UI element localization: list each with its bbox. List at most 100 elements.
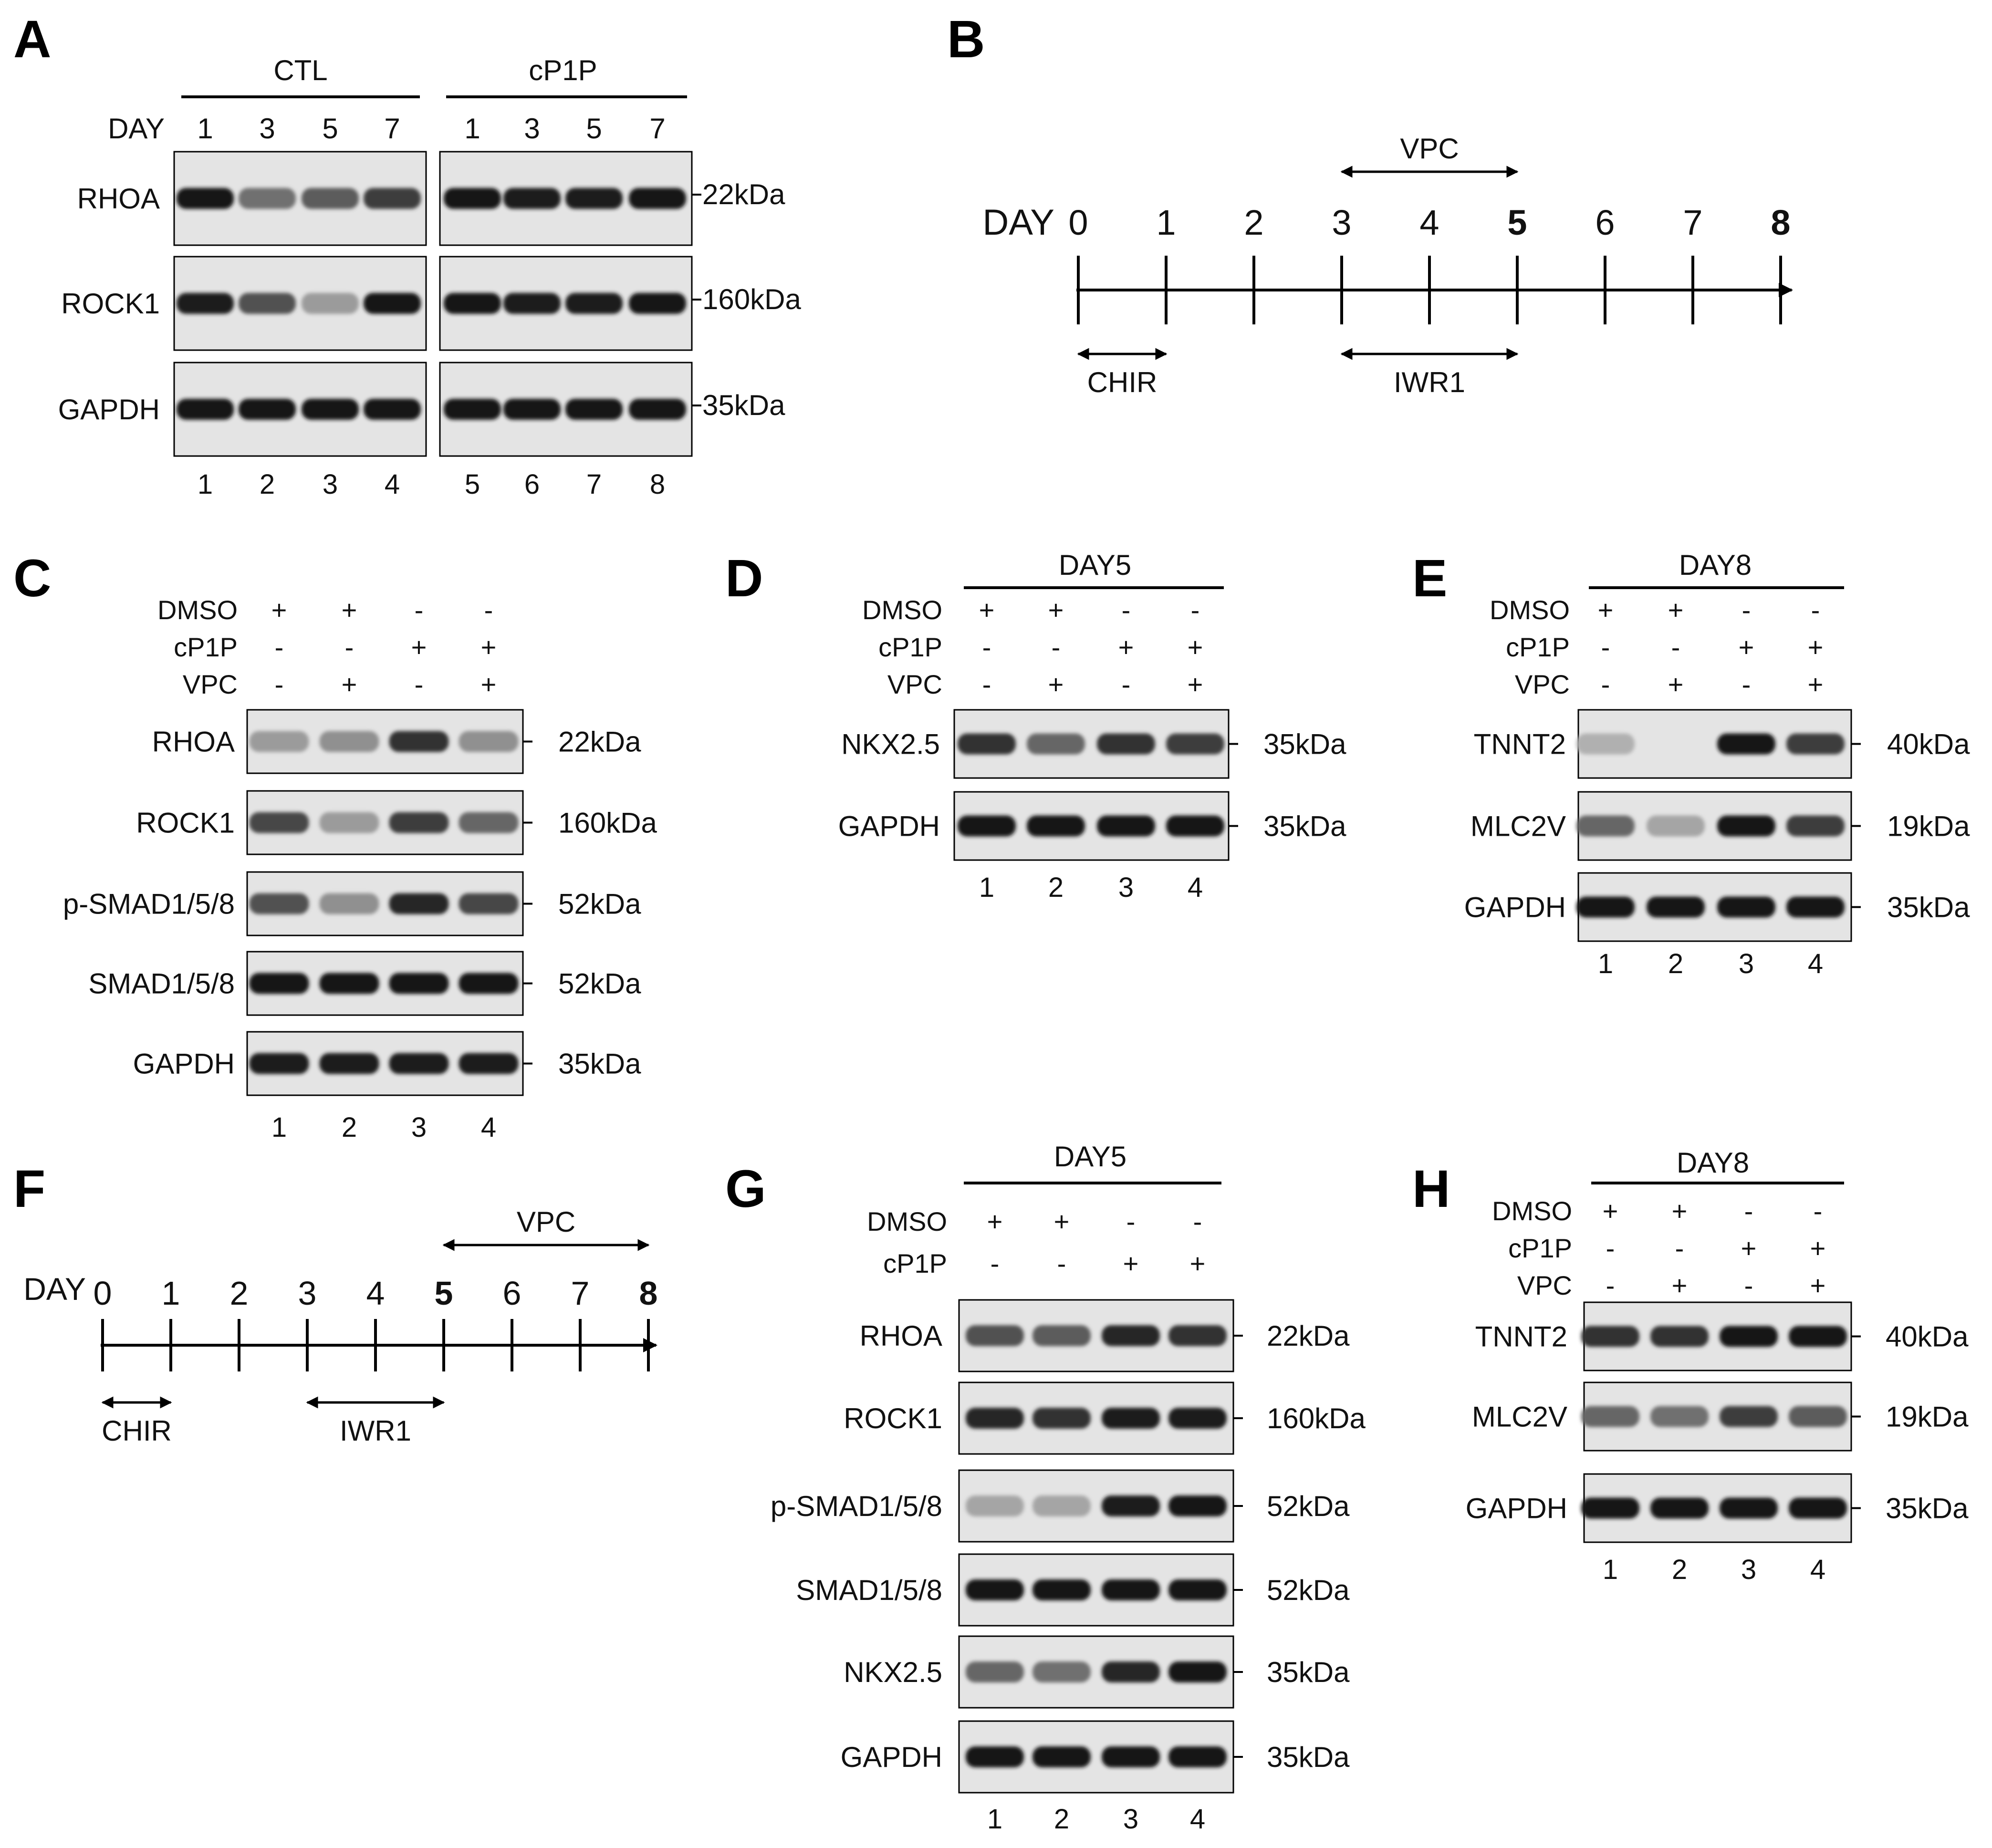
treatment-sign: +	[1048, 669, 1064, 699]
blot-band	[1033, 1661, 1091, 1682]
lane-number: 3	[411, 1112, 427, 1143]
day-number: 5	[435, 1275, 453, 1312]
blot-band	[1097, 815, 1155, 837]
protein-label: SMAD1/5/8	[796, 1574, 942, 1606]
lane-number: 4	[481, 1112, 496, 1143]
blot-band	[1720, 1326, 1778, 1347]
blot-band	[1166, 815, 1224, 837]
kda-label: 22kDa	[702, 178, 785, 210]
kda-label: 35kDa	[702, 389, 785, 421]
lane-number: 3	[1123, 1804, 1138, 1835]
treatment-sign: +	[1048, 595, 1064, 625]
treatment-label: DMSO	[867, 1206, 947, 1236]
blot-band	[1166, 733, 1224, 755]
kda-label: 52kDa	[558, 968, 641, 1000]
treatment-sign: -	[1122, 669, 1131, 699]
kda-label: 35kDa	[558, 1048, 641, 1080]
kda-label: 19kDa	[1887, 810, 1970, 842]
blot-band	[249, 731, 309, 752]
blot-band	[319, 893, 379, 914]
treatment-sign: +	[1808, 669, 1824, 699]
protein-label: TNNT2	[1474, 728, 1566, 760]
lane-number: 4	[1808, 948, 1823, 979]
day-label: DAY	[23, 1271, 86, 1307]
kda-label: 35kDa	[1886, 1493, 1969, 1525]
header-label: DAY5	[1054, 1141, 1126, 1173]
treatment-label: cP1P	[174, 632, 238, 662]
blot-band	[389, 1053, 449, 1074]
protein-label: ROCK1	[136, 807, 235, 839]
blot-band	[1168, 1746, 1227, 1767]
lane-number: 3	[1118, 872, 1134, 903]
treatment-sign: +	[1598, 595, 1614, 625]
blot-band	[239, 399, 296, 420]
blot-band	[389, 812, 449, 833]
blot-band	[239, 293, 296, 314]
blot-band	[1027, 815, 1085, 837]
treatment-sign: +	[1672, 1270, 1688, 1300]
blot-band	[1033, 1579, 1091, 1600]
day-label: DAY	[108, 113, 165, 145]
day-number: 4	[1419, 203, 1439, 242]
blot-band	[319, 731, 379, 752]
treatment-sign: -	[1811, 595, 1820, 625]
protein-label: RHOA	[77, 183, 160, 215]
treatment-sign: +	[1054, 1206, 1070, 1236]
blot-band	[364, 188, 421, 209]
blot-band	[177, 399, 234, 420]
blot-band	[459, 973, 519, 994]
blot-band	[249, 812, 309, 833]
day-number: 7	[571, 1275, 590, 1312]
blot-band	[444, 293, 501, 314]
blot-band	[503, 399, 561, 420]
protein-label: TNNT2	[1475, 1321, 1567, 1353]
day-value: 3	[524, 113, 540, 145]
day-number: 7	[1683, 203, 1702, 242]
treatment-sign: +	[1668, 669, 1684, 699]
day-value: 5	[322, 113, 338, 145]
blot-band	[1168, 1495, 1227, 1516]
blot-band	[1717, 733, 1775, 755]
vpc-label: VPC	[517, 1206, 575, 1238]
treatment-sign: +	[1603, 1196, 1618, 1226]
chir-label: CHIR	[1087, 366, 1158, 398]
blot-band	[1168, 1661, 1227, 1682]
treatment-sign: +	[979, 595, 995, 625]
blot-band	[565, 188, 623, 209]
blot-band	[565, 293, 623, 314]
kda-label: 19kDa	[1886, 1401, 1969, 1433]
day-number: 6	[503, 1275, 521, 1312]
lane-number: 4	[1190, 1804, 1205, 1835]
kda-label: 35kDa	[1263, 810, 1346, 842]
day-number: 6	[1595, 203, 1615, 242]
blot-band	[319, 973, 379, 994]
protein-label: GAPDH	[58, 394, 160, 426]
blot-band	[177, 293, 234, 314]
lane-number: 3	[323, 469, 338, 500]
lane-number: 1	[1598, 948, 1613, 979]
protein-label: MLC2V	[1471, 810, 1566, 842]
treatment-sign: +	[481, 632, 497, 662]
blot-band	[249, 1053, 309, 1074]
blot-band	[249, 973, 309, 994]
treatment-sign: -	[991, 1248, 1000, 1278]
lane-number: 2	[1048, 872, 1064, 903]
day-number: 8	[1771, 203, 1790, 242]
treatment-label: VPC	[887, 669, 942, 699]
lane-number: 7	[586, 469, 602, 500]
blot-band	[1581, 1406, 1639, 1427]
protein-label: GAPDH	[1466, 1493, 1567, 1525]
treatment-sign: +	[342, 595, 357, 625]
treatment-sign: +	[1808, 632, 1824, 662]
treatment-sign: -	[1191, 595, 1200, 625]
blot-band	[1576, 733, 1635, 755]
blot-band	[444, 399, 501, 420]
treatment-sign: +	[1672, 1196, 1688, 1226]
blot-band	[1720, 1406, 1778, 1427]
kda-label: 160kDa	[702, 283, 801, 315]
blot-band	[319, 812, 379, 833]
blot-band	[1168, 1408, 1227, 1429]
